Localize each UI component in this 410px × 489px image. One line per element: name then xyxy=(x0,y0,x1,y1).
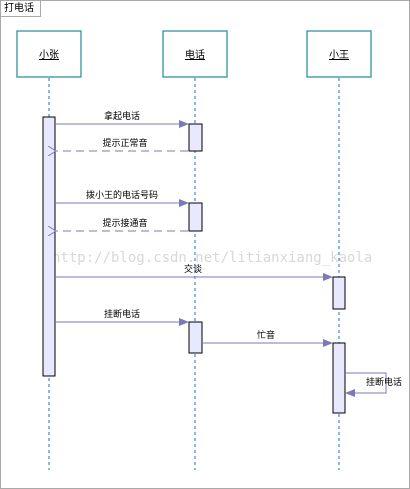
activation-phone-1[interactable] xyxy=(188,123,203,152)
activation-xiaowang-2[interactable] xyxy=(332,342,346,414)
message-dial-number[interactable]: 拨小王的电话号码 xyxy=(56,189,189,207)
activation-xiaowang-1[interactable] xyxy=(332,276,346,310)
message-self-hang-up[interactable]: 挂断电话 xyxy=(345,372,402,397)
participant-xiaozhang[interactable]: 小张 xyxy=(16,30,82,78)
participant-label: 电话 xyxy=(185,48,205,61)
participant-label: 小王 xyxy=(329,49,349,61)
message-busy-tone[interactable]: 忙音 xyxy=(203,329,333,347)
activation-phone-3[interactable] xyxy=(188,321,203,354)
activation-phone-2[interactable] xyxy=(188,202,203,232)
participant-label: 小张 xyxy=(39,49,59,61)
message-pick-up-phone[interactable]: 拿起电话 xyxy=(56,110,189,128)
message-label: 挂断电话 xyxy=(366,376,402,388)
message-label: 拿起电话 xyxy=(104,110,140,122)
message-normal-tone[interactable]: 提示正常音 xyxy=(56,137,188,151)
watermark: http://blog.csdn.net/litianxiang_kaola xyxy=(52,250,372,266)
message-talk[interactable]: 交谈 xyxy=(56,263,333,281)
message-connected-tone[interactable]: 提示接通音 xyxy=(56,217,188,231)
activation-xiaozhang[interactable] xyxy=(42,116,56,377)
participant-xiaowang[interactable]: 小王 xyxy=(306,30,372,78)
message-hang-up[interactable]: 挂断电话 xyxy=(56,308,189,326)
message-label: 交谈 xyxy=(184,263,202,275)
message-label: 挂断电话 xyxy=(104,308,140,320)
message-label: 忙音 xyxy=(257,329,275,341)
participant-phone[interactable]: 电话 xyxy=(162,30,228,78)
frame-title: 打电话 xyxy=(1,1,41,17)
message-label: 提示正常音 xyxy=(102,137,147,149)
message-arrow xyxy=(345,372,387,397)
message-label: 拨小王的电话号码 xyxy=(86,189,158,201)
message-label: 提示接通音 xyxy=(102,217,147,229)
